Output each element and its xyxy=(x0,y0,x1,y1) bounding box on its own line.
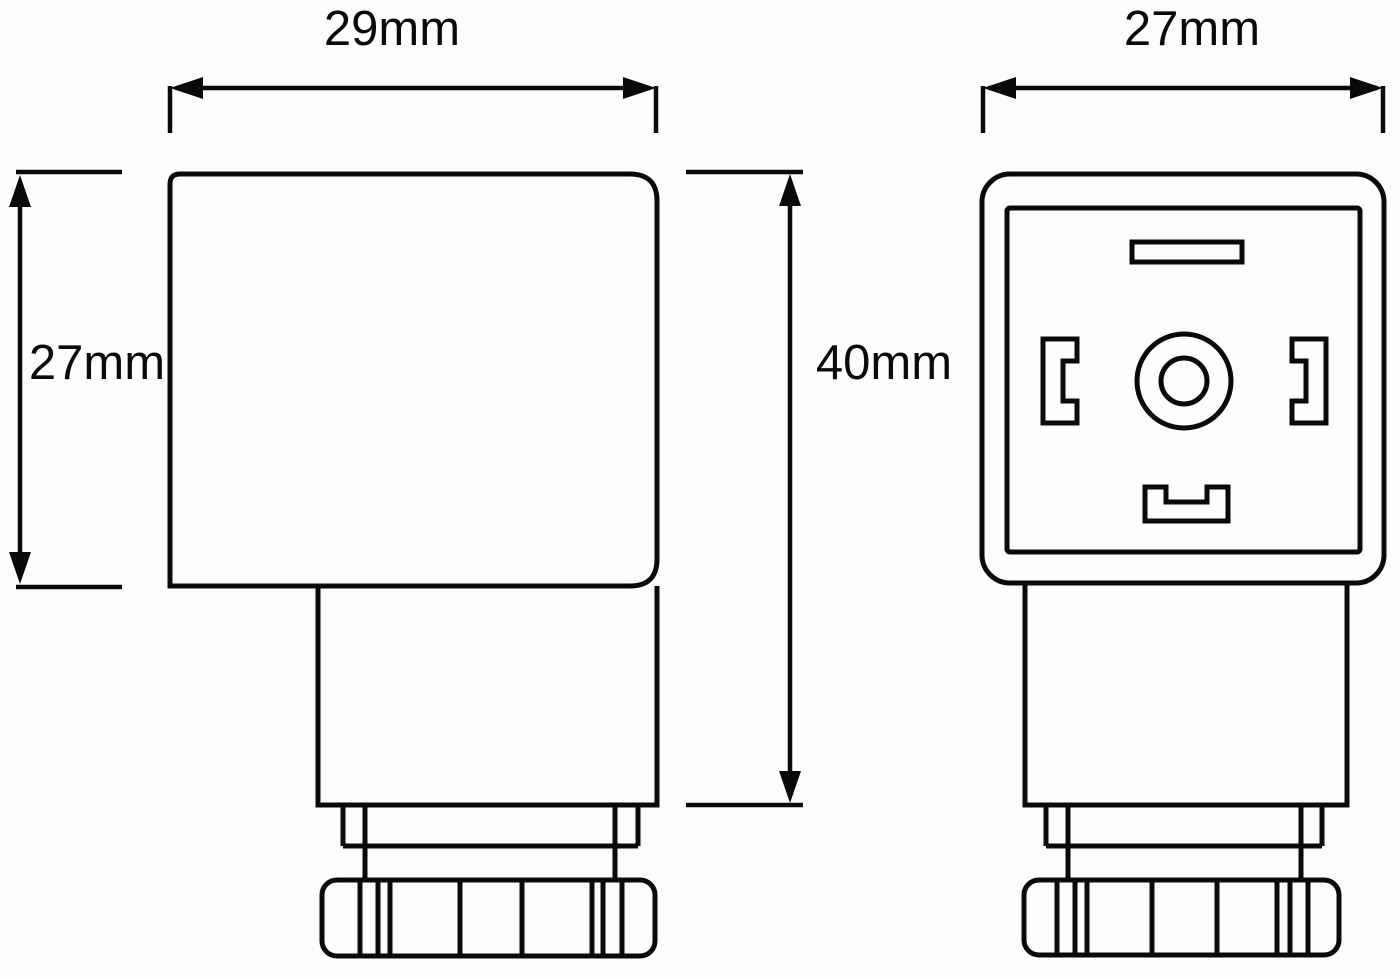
front-view-center-screw-outer xyxy=(1134,331,1234,431)
front-view-neck-outline xyxy=(1022,583,1350,808)
front-view-left-contact-slot xyxy=(1040,336,1080,426)
arrowhead-down xyxy=(779,771,801,803)
front-view-face-outline xyxy=(1004,205,1363,555)
arrowhead-down xyxy=(9,552,31,584)
front-view-gland-nut-knurling xyxy=(1054,881,1311,954)
side-view-body-outline xyxy=(167,171,660,589)
front-view-center-screw-inner xyxy=(1158,355,1210,407)
front-view-width-label: 27mm xyxy=(1124,2,1260,56)
arrowhead-up xyxy=(9,175,31,207)
arrowhead-left xyxy=(170,77,203,99)
arrowhead-left xyxy=(983,77,1016,99)
arrowhead-up xyxy=(779,174,801,206)
side-view-flange-outline xyxy=(340,805,641,880)
front-view-right-contact-slot xyxy=(1289,336,1329,426)
arrowhead-right xyxy=(623,77,656,99)
front-view-top-slot xyxy=(1129,239,1245,265)
front-view-housing-outline xyxy=(979,171,1387,586)
front-view-width-dimension: 27mm xyxy=(980,2,1386,133)
front-view-gland-nut xyxy=(1021,877,1342,958)
side-view-neck-outline xyxy=(315,586,660,808)
side-view-total-height-dimension: 40mm xyxy=(686,169,952,808)
side-view-height-dimension: 27mm xyxy=(9,169,165,590)
front-view xyxy=(979,171,1387,958)
front-view-flange-outline xyxy=(1043,805,1325,880)
side-view-height-label: 27mm xyxy=(29,336,165,390)
side-view-gland-nut xyxy=(319,877,658,959)
front-view-bottom-contact-slot xyxy=(1142,484,1231,524)
arrowhead-right xyxy=(1350,77,1383,99)
side-view xyxy=(167,171,660,959)
side-view-width-dimension: 29mm xyxy=(167,2,659,133)
side-view-gland-nut-knurling xyxy=(357,881,625,955)
side-view-total-height-label: 40mm xyxy=(816,336,952,390)
side-view-width-label: 29mm xyxy=(324,2,460,56)
